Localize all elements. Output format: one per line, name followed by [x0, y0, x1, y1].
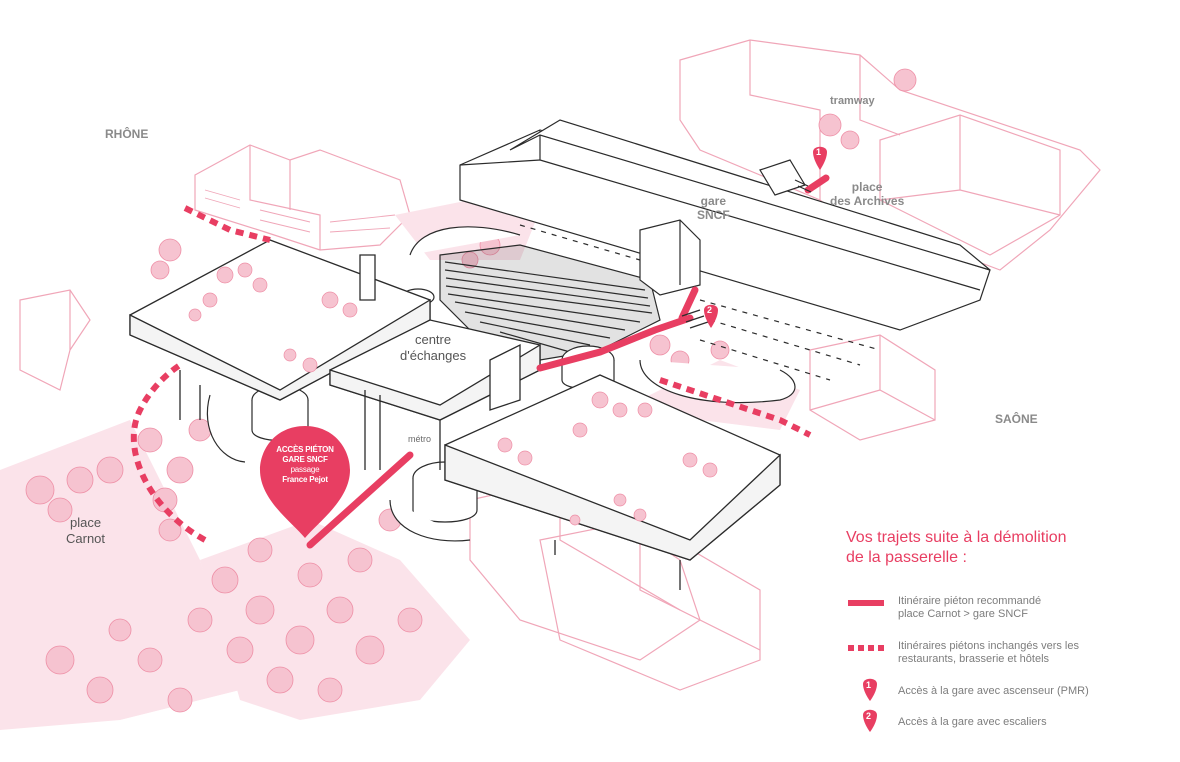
- label-place-archives: place des Archives: [830, 180, 904, 208]
- label-centre-line2: d'échanges: [400, 348, 467, 363]
- marker-number-1: 1: [816, 147, 822, 157]
- legend-item-unchanged: Itinéraires piétons inchangés vers les r…: [898, 640, 1079, 666]
- station-hatch: [439, 244, 661, 361]
- legend-item1-line2: place Carnot > gare SNCF: [898, 608, 1028, 620]
- rooftop-trees: [188, 262, 718, 526]
- label-centre-echanges: centre d'échanges: [400, 332, 466, 364]
- gare-sncf-building: [459, 119, 991, 331]
- access-pin-shape: [260, 426, 350, 538]
- pin-line2: GARE SNCF: [282, 455, 328, 464]
- station-marker-1: [813, 146, 827, 170]
- legend-item1-line1: Itinéraire piéton recommandé: [898, 595, 1042, 607]
- pin-line4: France Pejot: [282, 475, 328, 484]
- label-gare-sncf: gare SNCF: [697, 194, 730, 222]
- access-pin-label: ACCÈS PIÉTON GARE SNCF passage France Pe…: [268, 445, 342, 485]
- legend-item2-line1: Itinéraires piétons inchangés vers les: [898, 640, 1079, 652]
- legend: Vos trajets suite à la démolition de la …: [846, 528, 1166, 568]
- marker-number-2: 2: [707, 305, 713, 315]
- legend-item2-line2: restaurants, brasserie et hôtels: [898, 653, 1050, 665]
- pin-line1: ACCÈS PIÉTON: [276, 445, 334, 454]
- label-rhone: RHÔNE: [105, 127, 149, 141]
- legend-badge-1: 1: [866, 680, 872, 690]
- legend-title-line1: Vos trajets suite à la démolition: [846, 529, 1067, 546]
- label-archives-line1: place: [851, 180, 883, 194]
- rooftop-blocks: [129, 239, 781, 590]
- station-marker-2: [704, 304, 718, 328]
- label-tramway: tramway: [830, 95, 875, 107]
- legend-item-stairs: Accès à la gare avec escaliers: [898, 716, 1047, 728]
- tree-clusters: [25, 68, 917, 713]
- legend-item-elevator: Accès à la gare avec ascenseur (PMR): [898, 685, 1089, 697]
- label-place-carnot: place Carnot: [66, 515, 105, 547]
- label-carnot-line1: place: [69, 515, 102, 530]
- label-gare-line2: SNCF: [697, 208, 730, 222]
- unchanged-routes: [130, 205, 812, 543]
- pin-line3: passage: [290, 465, 320, 474]
- label-saone: SAÔNE: [995, 412, 1038, 426]
- platform-dashes: [519, 224, 881, 381]
- legend-symbols: [848, 600, 884, 732]
- legend-badge-2: 2: [866, 711, 872, 721]
- legend-title: Vos trajets suite à la démolition de la …: [846, 528, 1166, 568]
- legend-title-line2: de la passerelle :: [846, 549, 967, 566]
- label-carnot-line2: Carnot: [66, 531, 106, 546]
- stair-marks: [681, 179, 812, 329]
- label-archives-line2: des Archives: [830, 194, 905, 208]
- recommended-route: [306, 174, 830, 549]
- label-centre-line1: centre: [414, 332, 452, 347]
- legend-item-recommended: Itinéraire piéton recommandé place Carno…: [898, 595, 1041, 621]
- label-metro: métro: [408, 434, 432, 444]
- label-gare-line1: gare: [700, 194, 727, 208]
